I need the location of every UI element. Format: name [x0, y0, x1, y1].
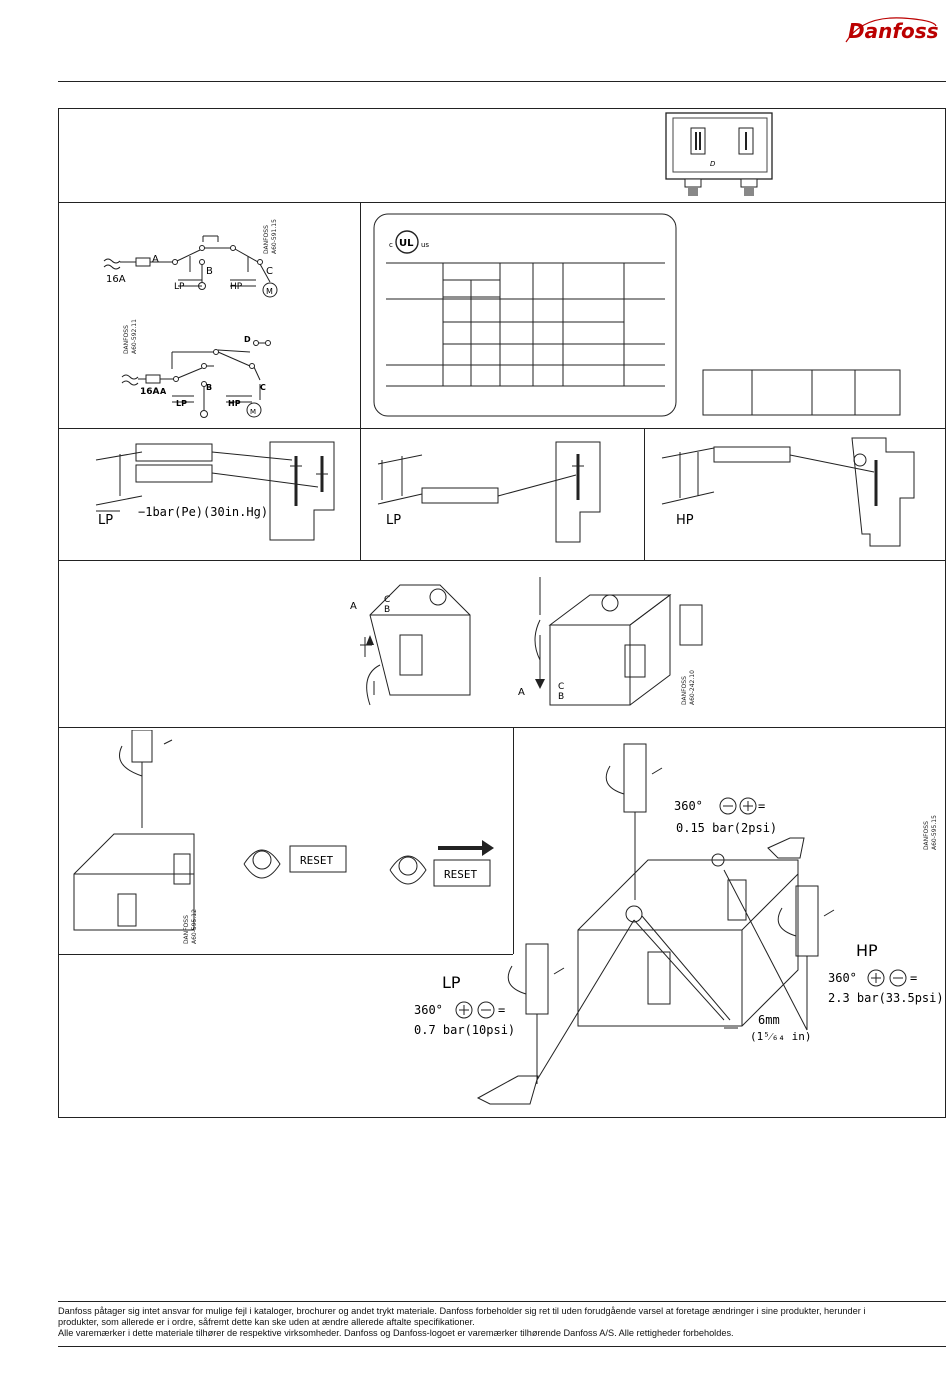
svg-text:C: C: [266, 266, 273, 277]
svg-text:=: =: [758, 799, 765, 813]
lp-range-diagram-2: LP: [377, 441, 601, 543]
svg-text:LP: LP: [442, 973, 461, 992]
svg-text:A60-592.11: A60-592.11: [131, 319, 138, 354]
svg-text:LP: LP: [176, 399, 187, 408]
svg-text:HP: HP: [230, 282, 243, 292]
small-table: [702, 369, 901, 416]
footer-line-1: Danfoss påtager sig intet ansvar for mul…: [58, 1306, 866, 1316]
content-frame: [58, 108, 946, 1118]
reset-label-2: RESET: [444, 868, 477, 881]
lp-range-diagram-1: LP −1bar(Pe)(30in.Hg): [95, 441, 335, 541]
footer-line-3: Alle varemærker i dette materiale tilhør…: [58, 1328, 734, 1338]
footer-rule-bottom: [58, 1346, 946, 1347]
svg-text:A60-595.12: A60-595.12: [191, 909, 198, 944]
svg-text:(1⁵⁄₆₄ in): (1⁵⁄₆₄ in): [750, 1030, 811, 1043]
svg-text:0.7 bar(10psi): 0.7 bar(10psi): [414, 1023, 515, 1037]
svg-text:6mm: 6mm: [758, 1013, 780, 1027]
svg-text:HP: HP: [676, 513, 694, 528]
svg-text:0.15 bar(2psi): 0.15 bar(2psi): [676, 821, 777, 835]
svg-text:DANFOSS: DANFOSS: [263, 225, 270, 254]
svg-text:B: B: [384, 605, 390, 615]
svg-text:A60-591.15: A60-591.15: [271, 219, 278, 254]
svg-text:c: c: [389, 241, 393, 249]
svg-text:UL: UL: [399, 238, 414, 249]
svg-text:HP: HP: [228, 399, 241, 408]
svg-text:Danfoss: Danfoss: [848, 19, 939, 43]
svg-text:A: A: [350, 601, 357, 612]
svg-text:C: C: [558, 682, 564, 692]
svg-text:A: A: [160, 387, 167, 396]
wiring-diagrams: 16A A B C LP HP M 16A A B C D LP HP M DA…: [103, 219, 278, 418]
svg-text:DANFOSS: DANFOSS: [123, 325, 130, 354]
header-rule: [58, 81, 946, 82]
svg-text:D: D: [244, 335, 251, 344]
svg-text:DANFOSS: DANFOSS: [681, 676, 688, 705]
svg-text:16A: 16A: [140, 387, 160, 397]
svg-text:us: us: [421, 241, 429, 249]
svg-text:A60-595.15: A60-595.15: [931, 815, 938, 850]
reset-button-illustration: RESET RESET DANFOSS A60-595.12: [73, 730, 494, 944]
ul-rating-table: UL c us: [373, 213, 677, 417]
footer-disclaimer: Danfoss påtager sig intet ansvar for mul…: [58, 1306, 944, 1339]
svg-text:A: A: [518, 687, 525, 698]
svg-text:M: M: [266, 287, 273, 296]
svg-text:LP: LP: [174, 282, 185, 292]
svg-text:360°: 360°: [414, 1003, 443, 1017]
svg-text:360°: 360°: [828, 971, 857, 985]
svg-text:=: =: [498, 1003, 505, 1017]
svg-text:−1bar(Pe)(30in.Hg): −1bar(Pe)(30in.Hg): [138, 505, 268, 519]
svg-text:M: M: [250, 408, 256, 416]
svg-text:D: D: [710, 160, 716, 168]
svg-text:2.3 bar(33.5psi): 2.3 bar(33.5psi): [828, 991, 944, 1005]
adjustment-illustration: 360° = 0.15 bar(2psi) LP 360° = 0.7 bar(…: [414, 743, 944, 1105]
footer-line-2: produkter, som allerede er i ordre, såfr…: [58, 1317, 475, 1327]
reset-operation-illustration: A C B A C B DANFOSS A60-242.10: [350, 577, 703, 706]
reset-label-1: RESET: [300, 854, 333, 867]
svg-text:360°: 360°: [674, 799, 703, 813]
svg-text:LP: LP: [98, 513, 113, 528]
svg-text:A: A: [152, 254, 159, 265]
svg-text:B: B: [558, 692, 564, 702]
svg-text:DANFOSS: DANFOSS: [183, 915, 190, 944]
svg-text:DANFOSS: DANFOSS: [923, 821, 930, 850]
svg-text:A60-242.10: A60-242.10: [689, 670, 696, 705]
svg-text:=: =: [910, 971, 917, 985]
svg-text:C: C: [260, 383, 266, 392]
hp-range-diagram: HP: [661, 437, 915, 547]
footer-rule-top: [58, 1301, 946, 1302]
svg-text:B: B: [206, 266, 213, 277]
svg-text:16A: 16A: [106, 274, 126, 285]
svg-text:HP: HP: [856, 941, 878, 960]
svg-text:LP: LP: [386, 513, 401, 528]
danfoss-logo: Danfoss: [845, 17, 939, 43]
product-photo: D: [665, 112, 773, 196]
svg-text:C: C: [384, 595, 390, 605]
svg-text:B: B: [206, 383, 212, 392]
